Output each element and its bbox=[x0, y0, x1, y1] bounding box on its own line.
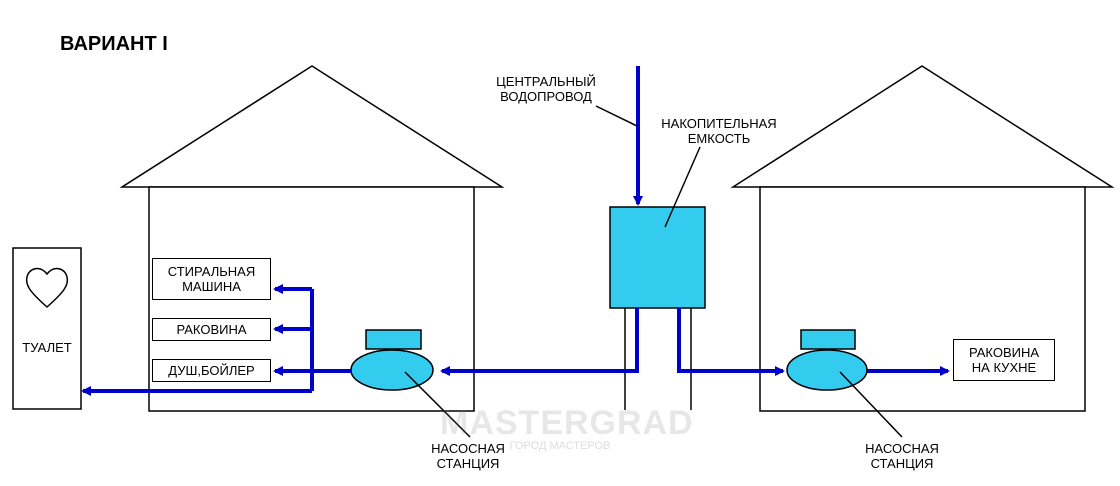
page-title: ВАРИАНТ I bbox=[60, 33, 168, 55]
central-water-pointer bbox=[595, 105, 638, 127]
pump-left-label: НАСОСНАЯ СТАНЦИЯ bbox=[431, 441, 505, 471]
right-pump-station bbox=[786, 329, 868, 391]
watermark: MASTERGRAD bbox=[440, 404, 694, 442]
left-house-roof bbox=[119, 65, 505, 188]
right-pump-pointer bbox=[839, 371, 903, 438]
toilet-label: ТУАЛЕТ bbox=[22, 340, 72, 355]
toilet-building bbox=[12, 247, 82, 410]
watermark-subtitle: ГОРОД МАСТЕРОВ bbox=[509, 440, 611, 452]
shower-boiler-box: ДУШ,БОЙЛЕР bbox=[152, 359, 271, 382]
storage-tank bbox=[609, 206, 706, 309]
storage-tank-label: НАКОПИТЕЛЬНАЯ ЕМКОСТЬ bbox=[661, 116, 777, 146]
pipe-tank-to-left-pump bbox=[440, 308, 639, 376]
central-water-label: ЦЕНТРАЛЬНЫЙ ВОДОПРОВОД bbox=[496, 74, 596, 104]
pipe-tank-to-right-pump bbox=[677, 308, 785, 376]
right-house bbox=[730, 65, 1115, 412]
kitchen-sink-box: РАКОВИНА НА КУХНЕ bbox=[953, 339, 1055, 381]
sink-box: РАКОВИНА bbox=[152, 318, 271, 341]
left-pump-pointer bbox=[404, 371, 471, 438]
washing-machine-box: СТИРАЛЬНАЯ МАШИНА bbox=[152, 258, 271, 300]
storage-tank-pointer bbox=[664, 146, 701, 228]
heart-icon bbox=[25, 267, 69, 309]
pump-right-label: НАСОСНАЯ СТАНЦИЯ bbox=[865, 441, 939, 471]
right-house-roof bbox=[730, 65, 1115, 188]
